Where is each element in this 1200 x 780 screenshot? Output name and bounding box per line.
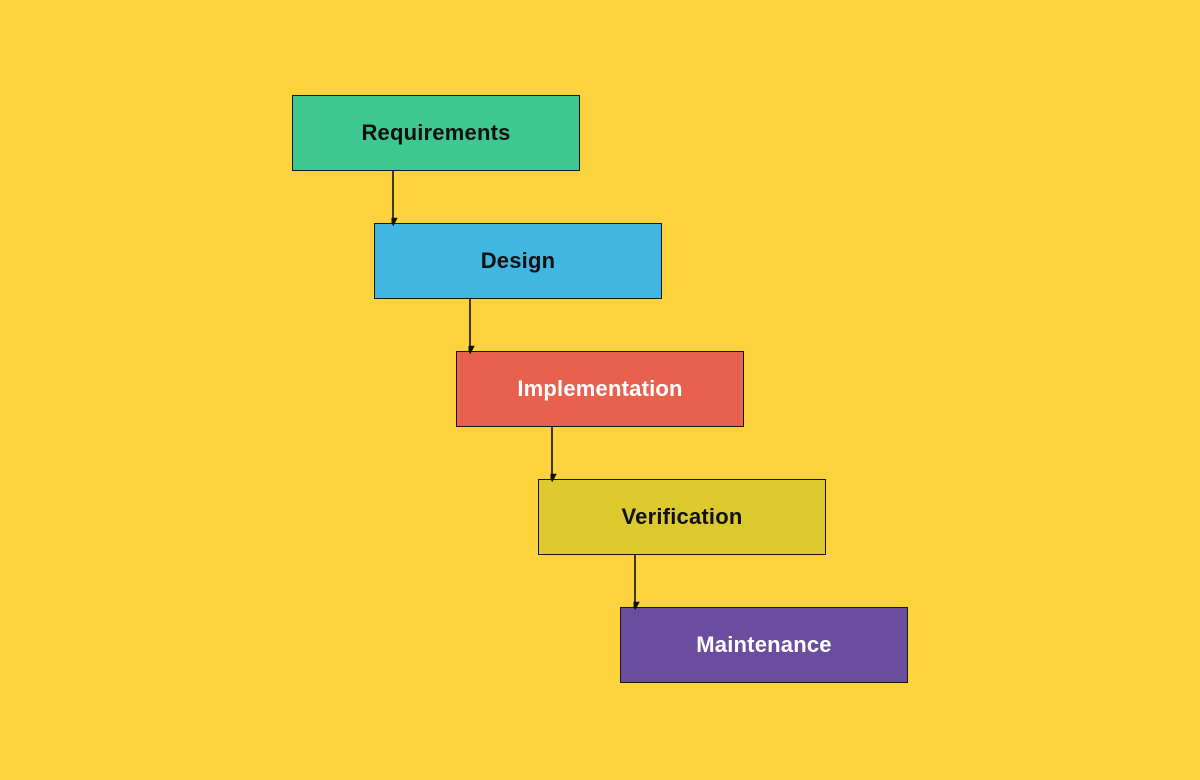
node-design: Design [374,223,662,299]
node-maintenance-label: Maintenance [696,632,832,657]
node-maintenance: Maintenance [620,607,908,683]
node-verification-label: Verification [621,504,743,529]
node-verification: Verification [538,479,826,555]
node-requirements: Requirements [292,95,580,171]
node-implementation-label: Implementation [517,376,683,401]
node-requirements-label: Requirements [361,120,511,145]
node-implementation: Implementation [456,351,744,427]
node-design-label: Design [480,248,556,273]
